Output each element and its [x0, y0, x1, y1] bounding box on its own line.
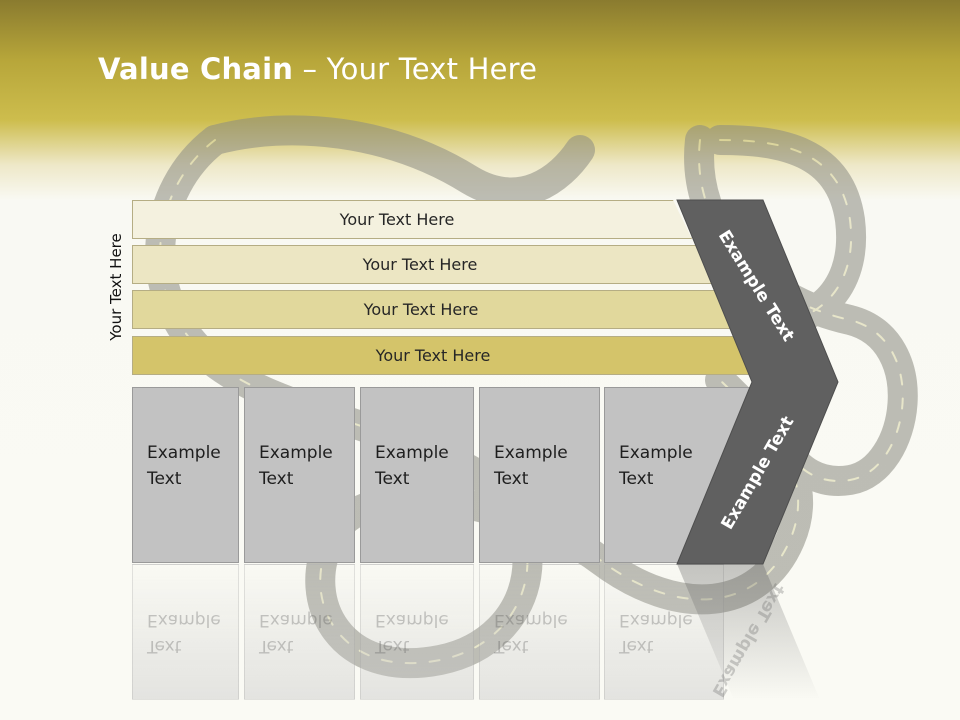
primary-box-2: Example Text: [244, 387, 355, 563]
bar-label: Your Text Here: [363, 300, 479, 319]
box-line-2: Text: [375, 469, 410, 489]
bar-label: Your Text Here: [362, 255, 478, 274]
bar-label: Your Text Here: [339, 210, 455, 229]
box-line-2: Text: [259, 469, 294, 489]
primary-box-4: Example Text: [479, 387, 600, 563]
box-line-1: Example: [494, 443, 568, 463]
bar-label: Your Text Here: [375, 346, 491, 365]
support-bar-2: Your Text Here: [132, 245, 738, 284]
box-line-1: Example: [147, 443, 221, 463]
box-line-2: Text: [494, 469, 529, 489]
primary-box-1: Example Text: [132, 387, 239, 563]
chevron-shape: [676, 199, 839, 565]
title-rest: – Your Text Here: [293, 52, 538, 86]
chevron-reflection: [677, 564, 820, 700]
support-bar-1: Your Text Here: [132, 200, 692, 239]
box-line-2: Text: [147, 469, 182, 489]
primary-box-3: Example Text: [360, 387, 474, 563]
box-line-1: Example: [619, 443, 693, 463]
slide-title: Value Chain – Your Text Here: [98, 52, 537, 86]
box-line-1: Example: [375, 443, 449, 463]
support-bar-3: Your Text Here: [132, 290, 740, 329]
support-bar-4: Your Text Here: [132, 336, 764, 375]
box-line-1: Example: [259, 443, 333, 463]
box-line-2: Text: [619, 469, 654, 489]
title-bold: Value Chain: [98, 52, 294, 86]
